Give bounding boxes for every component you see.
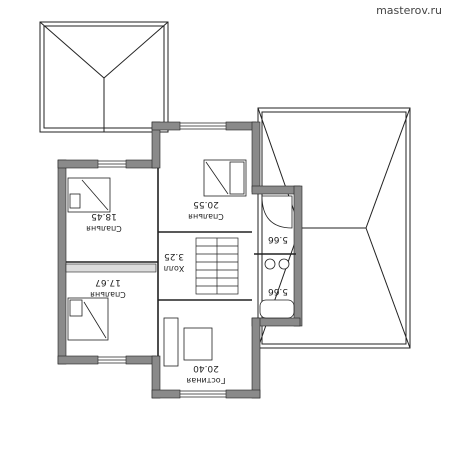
windows	[98, 122, 226, 398]
room-area-hall: 3.25	[164, 251, 184, 261]
sinks	[264, 258, 290, 270]
bed-sw	[67, 297, 109, 341]
room-name-bedroom-sw: Спальня	[90, 290, 126, 299]
bathtub	[259, 299, 295, 319]
interior-walls	[66, 168, 296, 356]
bathtub-corner	[261, 195, 293, 229]
room-name-hall: Холл	[164, 264, 185, 273]
room-name-bedroom-nw: Спальня	[86, 224, 122, 233]
room-area-bedroom-n: 20.55	[193, 199, 219, 209]
room-area-bedroom-sw: 17.67	[95, 277, 121, 287]
room-name-living: Гостиная	[186, 376, 225, 385]
room-area-bath-lower: 5.66	[268, 286, 288, 296]
room-area-bedroom-nw: 18.45	[91, 211, 117, 221]
room-area-living: 20.40	[193, 363, 219, 373]
bed-n	[203, 159, 247, 197]
watermark: masterov.ru	[376, 4, 442, 17]
sofa	[163, 317, 213, 367]
wardrobe	[65, 263, 157, 273]
room-name-bedroom-n: Спальня	[188, 212, 224, 221]
staircase	[195, 237, 239, 295]
room-area-bath-upper: 5.66	[268, 234, 288, 244]
roof-right	[257, 107, 411, 349]
roof-left	[39, 21, 169, 133]
bed-nw	[67, 177, 111, 213]
